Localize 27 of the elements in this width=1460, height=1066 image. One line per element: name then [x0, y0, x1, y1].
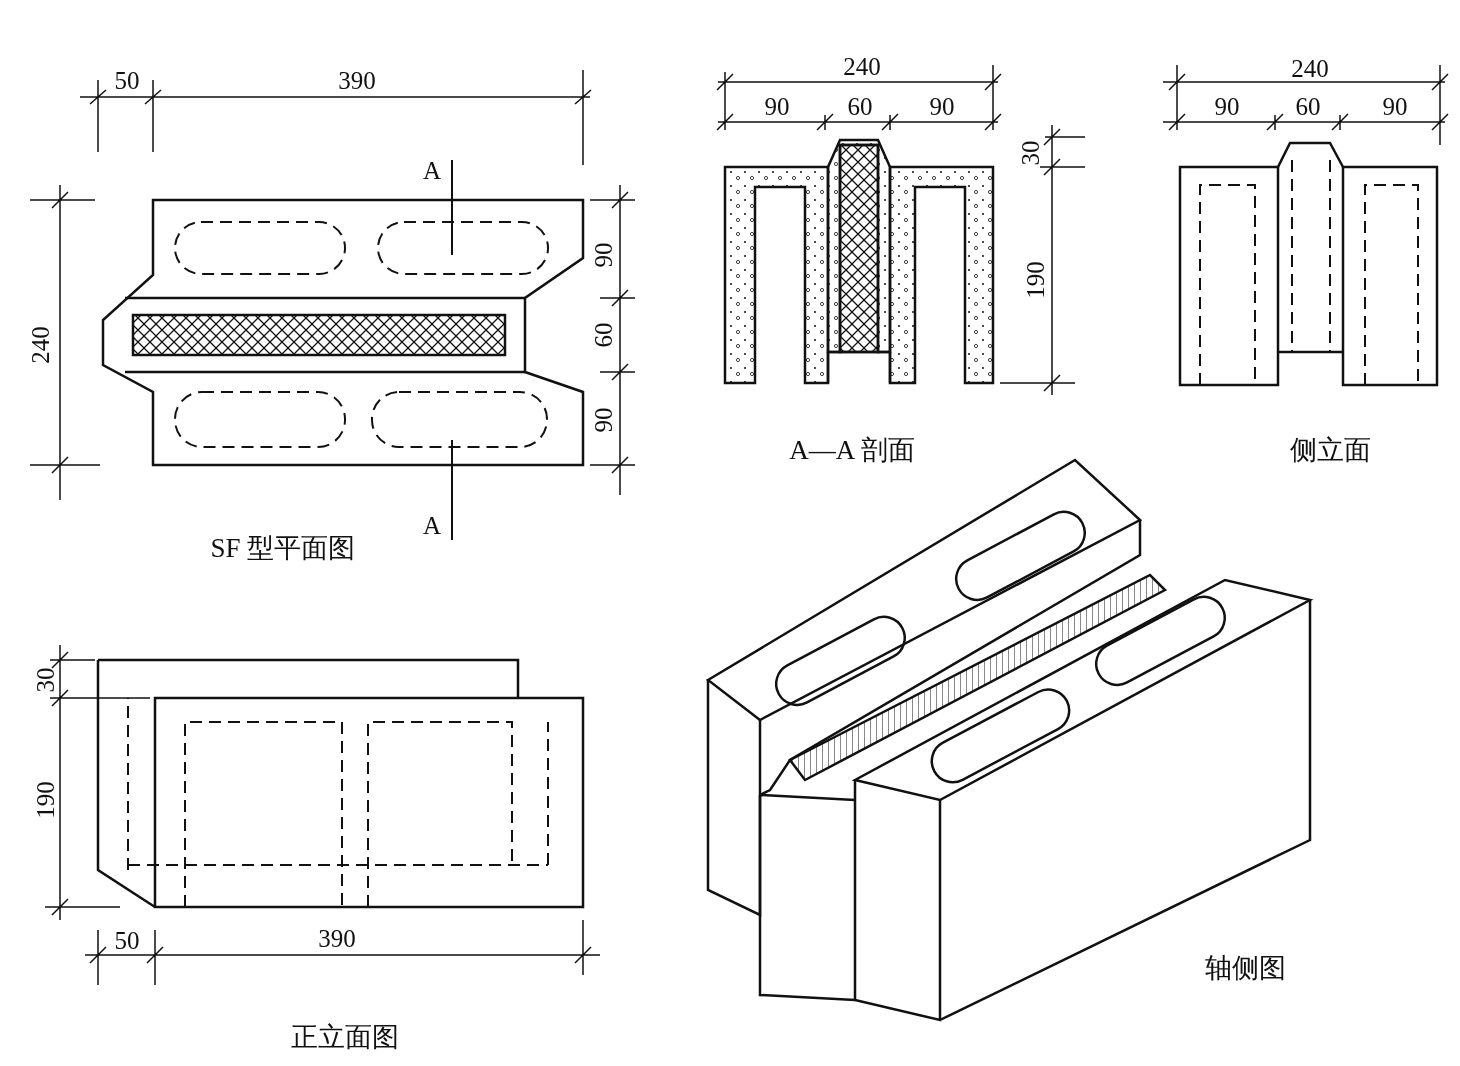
dimension-text: 60: [847, 93, 873, 119]
dimension-text: 240: [1291, 55, 1329, 81]
dimension-text: 50: [114, 927, 140, 953]
section-mark: A: [422, 157, 442, 183]
dimension-text: 90: [929, 93, 955, 119]
dimension-text: 190: [1022, 261, 1048, 299]
dimension-text: 240: [27, 326, 53, 364]
dimension-text: 190: [32, 781, 58, 819]
dimension-text: 90: [1382, 93, 1408, 119]
dimension-text: 390: [338, 67, 376, 93]
dimension-text: 90: [764, 93, 790, 119]
view-title: 轴侧图: [1204, 954, 1286, 982]
dimension-text: 90: [1214, 93, 1240, 119]
dimension-text: 390: [318, 925, 356, 951]
view-title: 正立面图: [291, 1023, 399, 1051]
dimension-text: 30: [1017, 140, 1043, 166]
dimension-text: 90: [590, 242, 616, 268]
dimension-text: 90: [590, 407, 616, 433]
view-title: A—A 剖面: [789, 436, 915, 464]
view-title: 侧立面: [1289, 436, 1371, 464]
dimension-text: 240: [843, 53, 881, 79]
dimension-text: 60: [590, 322, 616, 348]
dimension-text: 30: [32, 667, 58, 693]
dimension-text: 50: [114, 67, 140, 93]
section-mark: A: [422, 512, 442, 538]
dimension-text: 60: [1295, 93, 1321, 119]
view-title: SF 型平面图: [210, 534, 356, 562]
